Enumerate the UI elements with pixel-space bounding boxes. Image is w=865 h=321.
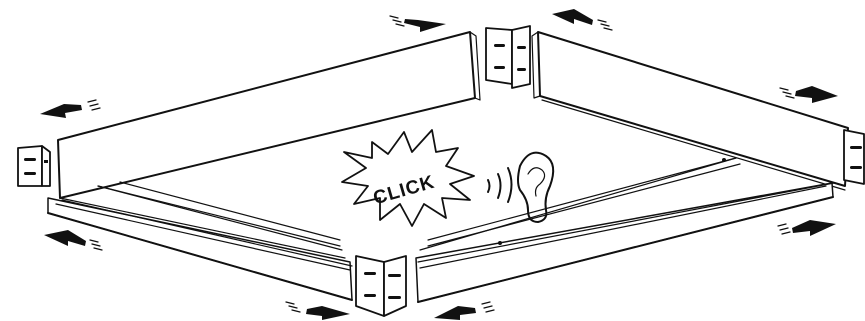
arrow-icon — [40, 100, 100, 118]
arrow-icon — [44, 230, 102, 250]
arrow-icon — [390, 16, 446, 32]
corner-bracket-right — [844, 130, 864, 184]
front-right-rail — [416, 158, 834, 302]
arrow-icon — [780, 86, 838, 103]
arrow-icon — [286, 302, 350, 320]
arrow-icon — [434, 302, 494, 320]
arrow-icon — [778, 220, 836, 236]
corner-bracket-top — [486, 26, 530, 88]
corner-bracket-bottom — [356, 256, 406, 316]
sound-waves-icon — [488, 168, 512, 202]
click-callout: CLICK — [342, 130, 474, 226]
back-right-panel — [532, 32, 848, 190]
arrow-icon — [552, 9, 612, 30]
corner-bracket-left — [18, 146, 50, 186]
